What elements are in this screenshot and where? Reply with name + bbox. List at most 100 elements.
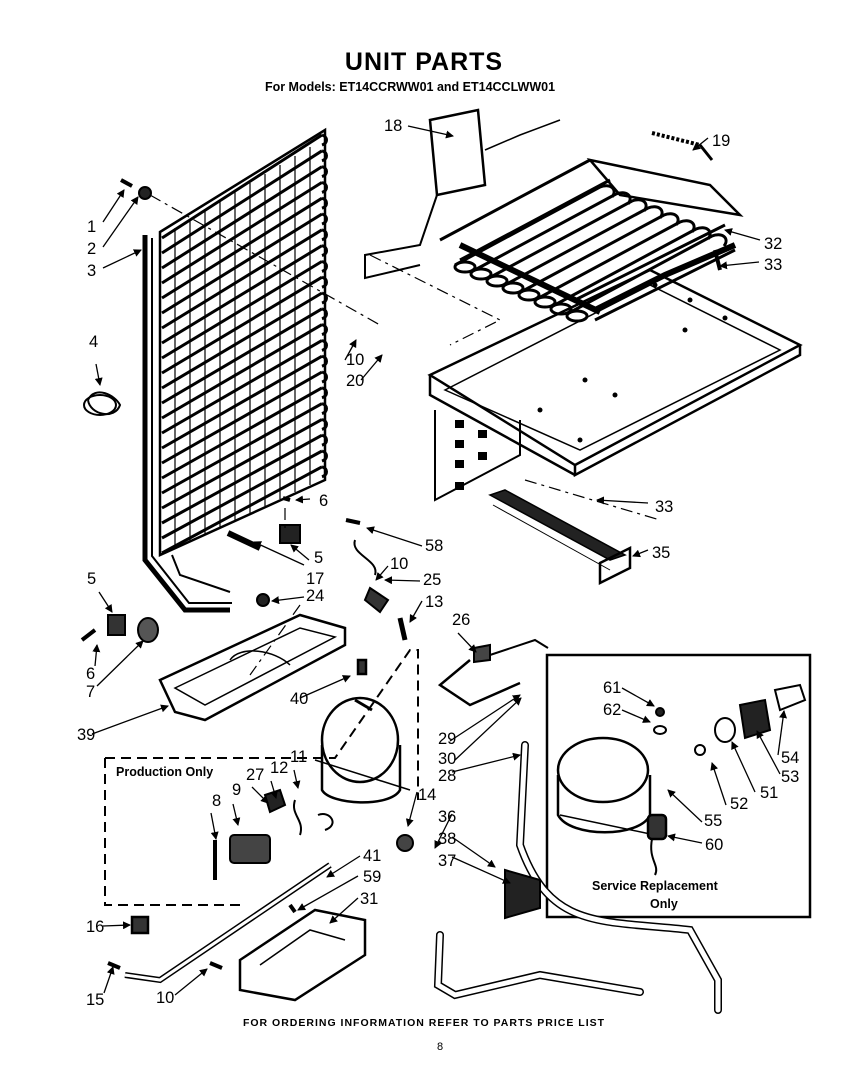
coil-bend — [321, 291, 328, 305]
callout-number: 38 — [438, 830, 456, 848]
shelf-hole — [582, 377, 588, 383]
callout-number: 61 — [603, 679, 621, 697]
leader-line — [756, 730, 781, 775]
coil-rung — [161, 291, 323, 390]
callout-number: 37 — [438, 852, 456, 870]
base-bracket — [107, 862, 367, 1002]
callout-number: 6 — [86, 665, 95, 683]
shelf-hole — [577, 437, 583, 443]
coil-rung — [161, 228, 323, 330]
coil-bend — [321, 165, 328, 179]
shelf-hole — [687, 297, 693, 303]
callout-number: 26 — [452, 611, 470, 629]
leader-line — [667, 789, 703, 823]
leader-line — [451, 856, 511, 884]
leader-line — [692, 137, 709, 151]
leader-line — [102, 189, 125, 223]
leader-line — [366, 526, 423, 547]
callout-number: 16 — [86, 918, 104, 936]
leader-line — [102, 921, 131, 930]
assembly-lines — [149, 194, 661, 676]
shelf-hole — [652, 282, 658, 288]
callout-number: 19 — [712, 132, 730, 150]
leader-line — [96, 640, 144, 687]
callout-number: 40 — [290, 690, 308, 708]
bracket-slot — [455, 440, 464, 448]
coil-bend — [321, 323, 328, 337]
page-number: 8 — [436, 1041, 444, 1053]
coil-rung — [161, 133, 323, 240]
leader-line — [103, 966, 115, 994]
callout-number: 53 — [781, 768, 799, 786]
shelf-hole — [537, 407, 543, 413]
coil-bend — [321, 259, 328, 273]
coil-bend — [321, 417, 328, 431]
evaporator-assembly — [364, 108, 744, 323]
coil-bend — [321, 307, 328, 321]
coil-bend — [321, 433, 328, 447]
production-compressor — [314, 658, 411, 804]
leader-line — [210, 812, 219, 840]
callout-number: 3 — [87, 262, 96, 280]
coil-rung — [161, 149, 323, 255]
coil-rung — [161, 181, 323, 285]
evap-tube — [566, 233, 728, 316]
callout-number: 9 — [232, 781, 241, 799]
callout-number: 24 — [306, 587, 324, 605]
leader-line — [454, 697, 522, 761]
coil-bend — [321, 465, 328, 479]
coil-bend — [321, 196, 328, 210]
callout-number: 4 — [89, 333, 98, 351]
service-replacement-label-2: Only — [650, 897, 678, 911]
evap-tube-bend — [501, 281, 525, 295]
callout-number: 10 — [346, 351, 364, 369]
leader-line — [724, 228, 761, 241]
leader-line — [292, 769, 301, 789]
leader-line — [253, 541, 305, 566]
leader-line — [409, 600, 423, 623]
evaporator-shelf — [427, 268, 803, 586]
callout-number: 39 — [77, 726, 95, 744]
callout-number: 62 — [603, 701, 621, 719]
leader-line — [295, 495, 311, 504]
callout-number: 32 — [764, 235, 782, 253]
leader-line — [360, 354, 383, 381]
shelf-hole — [612, 392, 618, 398]
production-only-box — [104, 649, 419, 906]
leader-line — [174, 968, 208, 996]
misc-small-parts — [80, 178, 491, 664]
callout-number: 59 — [363, 868, 381, 886]
evap-tube-bend — [453, 260, 477, 274]
leader-line — [407, 125, 454, 139]
callout-number: 10 — [390, 555, 408, 573]
bracket-slot — [478, 452, 487, 460]
callout-number: 6 — [319, 492, 328, 510]
coil-rung — [161, 260, 323, 360]
callout-number: 5 — [314, 549, 323, 567]
coil-bend — [321, 449, 328, 463]
leader-line — [457, 632, 477, 653]
callout-number: 12 — [270, 759, 288, 777]
bracket-slot — [455, 420, 464, 428]
leader-line — [91, 704, 169, 735]
callout-number: 15 — [86, 991, 104, 1009]
coil-rung — [161, 275, 323, 375]
leader-line — [270, 780, 278, 799]
callout-number: 60 — [705, 836, 723, 854]
page-title: UNIT PARTS — [344, 48, 504, 76]
callout-number: 2 — [87, 240, 96, 258]
callout-number: 18 — [384, 117, 402, 135]
callout-number: 10 — [156, 989, 174, 1007]
leader-line — [405, 791, 418, 827]
callout-number: 54 — [781, 749, 799, 767]
callout-number: 7 — [86, 683, 95, 701]
leader-line — [632, 549, 649, 558]
leader-line — [329, 897, 359, 924]
callout-number: 13 — [425, 593, 443, 611]
evap-tube-bend — [533, 295, 557, 309]
coil-bend — [321, 402, 328, 416]
service-replacement-label-1: Service Replacement — [592, 879, 719, 893]
coil-bend — [321, 338, 328, 352]
service-parts — [653, 683, 807, 756]
leader-line — [297, 875, 359, 911]
